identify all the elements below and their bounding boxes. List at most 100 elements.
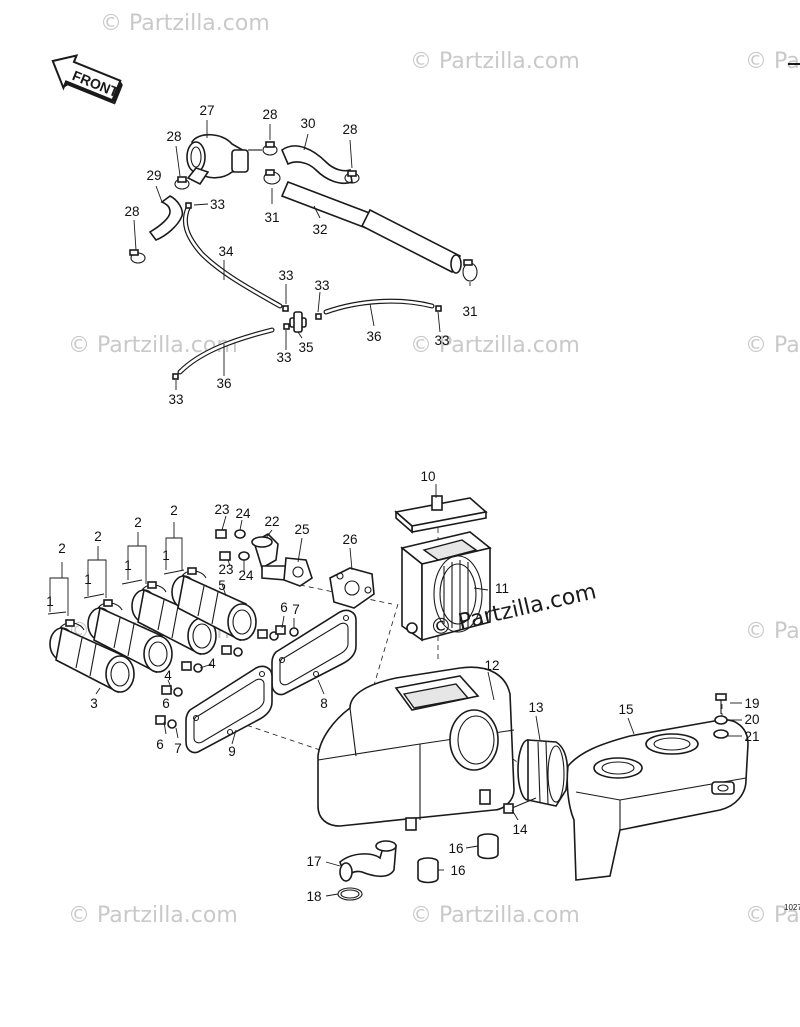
callout-6: 6 <box>162 696 170 711</box>
callout-36: 36 <box>366 329 381 344</box>
callout-19: 19 <box>744 696 759 711</box>
callout-6: 6 <box>280 600 288 615</box>
part-13-duct <box>517 739 569 807</box>
callout-2: 2 <box>94 529 102 544</box>
callout-8: 8 <box>320 696 328 711</box>
part-32-hose <box>280 180 462 274</box>
part-24-washer <box>234 529 246 539</box>
callout-27: 27 <box>199 103 214 118</box>
part-31-clamp <box>462 259 478 282</box>
callout-2: 2 <box>134 515 142 530</box>
callout-7: 7 <box>292 602 300 617</box>
callout-28: 28 <box>124 204 139 219</box>
callout-18: 18 <box>306 889 321 904</box>
front-arrow-icon: FRONT <box>51 54 123 105</box>
callout-30: 30 <box>300 116 315 131</box>
callout-14: 14 <box>512 822 528 837</box>
callout-17: 17 <box>306 854 321 869</box>
breather-hose-assembly <box>129 133 478 380</box>
callout-24: 24 <box>235 506 251 521</box>
callout-28: 28 <box>342 122 357 137</box>
callout-5: 5 <box>218 578 226 593</box>
callout-36: 36 <box>216 376 231 391</box>
callout-26: 26 <box>342 532 357 547</box>
callout-31: 31 <box>462 304 477 319</box>
part-11-element <box>400 531 492 642</box>
callout-32: 32 <box>312 222 327 237</box>
part-22-elbow <box>251 533 287 581</box>
figure-code: 1027 <box>784 903 800 912</box>
callout-29: 29 <box>146 168 161 183</box>
callout-1: 1 <box>46 594 54 609</box>
watermark: © Partzilla.com <box>745 903 800 928</box>
part-16-cap <box>477 833 499 860</box>
part-20-washer <box>714 715 728 725</box>
part-23-screw <box>215 529 227 539</box>
air-cleaner-assembly <box>47 495 749 901</box>
part-26-flange <box>329 567 375 609</box>
part-24-washer <box>238 551 250 561</box>
callout-12: 12 <box>484 658 499 673</box>
part-10-cover <box>394 495 488 534</box>
callout-23: 23 <box>218 562 233 577</box>
callout-33: 33 <box>278 268 293 283</box>
callout-23: 23 <box>214 502 229 517</box>
callout-16: 16 <box>448 841 463 856</box>
callout-28: 28 <box>262 107 277 122</box>
callout-22: 22 <box>264 514 279 529</box>
callout-11: 11 <box>495 581 509 596</box>
part-14-bolt <box>503 797 537 814</box>
part-3-holder <box>49 626 135 694</box>
part-28-clamp <box>344 170 360 184</box>
watermark: © Partzilla.com <box>68 333 238 358</box>
part-17-elbow <box>339 840 397 883</box>
callout-33: 33 <box>276 350 291 365</box>
callout-25: 25 <box>294 522 309 537</box>
watermark: © Partzilla.com <box>410 333 580 358</box>
part-28-clamp <box>174 176 190 190</box>
watermark: © Partzilla.com <box>68 903 238 928</box>
callout-4: 4 <box>208 656 216 671</box>
callout-15: 15 <box>618 702 633 717</box>
part-25-gasket <box>283 557 313 587</box>
part-21-grommet <box>713 729 729 739</box>
watermark-layer: © Partzilla.com © Partzilla.com © Partzi… <box>68 11 800 928</box>
callout-labels: 27 28 30 28 28 29 28 33 31 32 34 33 33 3… <box>46 103 759 904</box>
callout-2: 2 <box>58 541 66 556</box>
callout-31: 31 <box>264 210 279 225</box>
callout-16: 16 <box>450 863 465 878</box>
part-18-clamp <box>337 887 363 901</box>
part-27-joint <box>186 133 262 186</box>
callout-33: 33 <box>168 392 183 407</box>
watermark: © Partzilla.com <box>745 619 800 644</box>
callout-1: 1 <box>124 558 132 573</box>
part-29-hose <box>148 195 184 241</box>
part-3-holder <box>87 606 173 674</box>
part-30-hose <box>281 145 353 185</box>
callout-1: 1 <box>84 572 92 587</box>
callout-33: 33 <box>314 278 329 293</box>
part-5-holder <box>131 588 217 656</box>
callout-13: 13 <box>528 700 543 715</box>
callout-21: 21 <box>744 729 759 744</box>
callout-9: 9 <box>228 744 236 759</box>
part-35-tee <box>289 311 307 333</box>
callout-34: 34 <box>218 244 234 259</box>
callout-24: 24 <box>238 568 254 583</box>
callout-10: 10 <box>420 469 435 484</box>
part-19-bolt <box>715 693 727 714</box>
part-16-cap <box>417 857 439 884</box>
watermark: © Partzilla.com <box>100 11 270 36</box>
part-8-gasket <box>271 609 357 696</box>
callout-1: 1 <box>162 548 170 563</box>
callout-7: 7 <box>174 741 182 756</box>
watermark: © Partzilla.com <box>410 49 580 74</box>
watermark: © Partzilla.com <box>745 333 800 358</box>
part-28-clamp <box>129 249 146 264</box>
callout-20: 20 <box>744 712 759 727</box>
part-23-screw <box>219 551 231 561</box>
callout-6: 6 <box>156 737 164 752</box>
callout-2: 2 <box>170 503 178 518</box>
watermark: © Partzilla.com <box>745 49 800 74</box>
